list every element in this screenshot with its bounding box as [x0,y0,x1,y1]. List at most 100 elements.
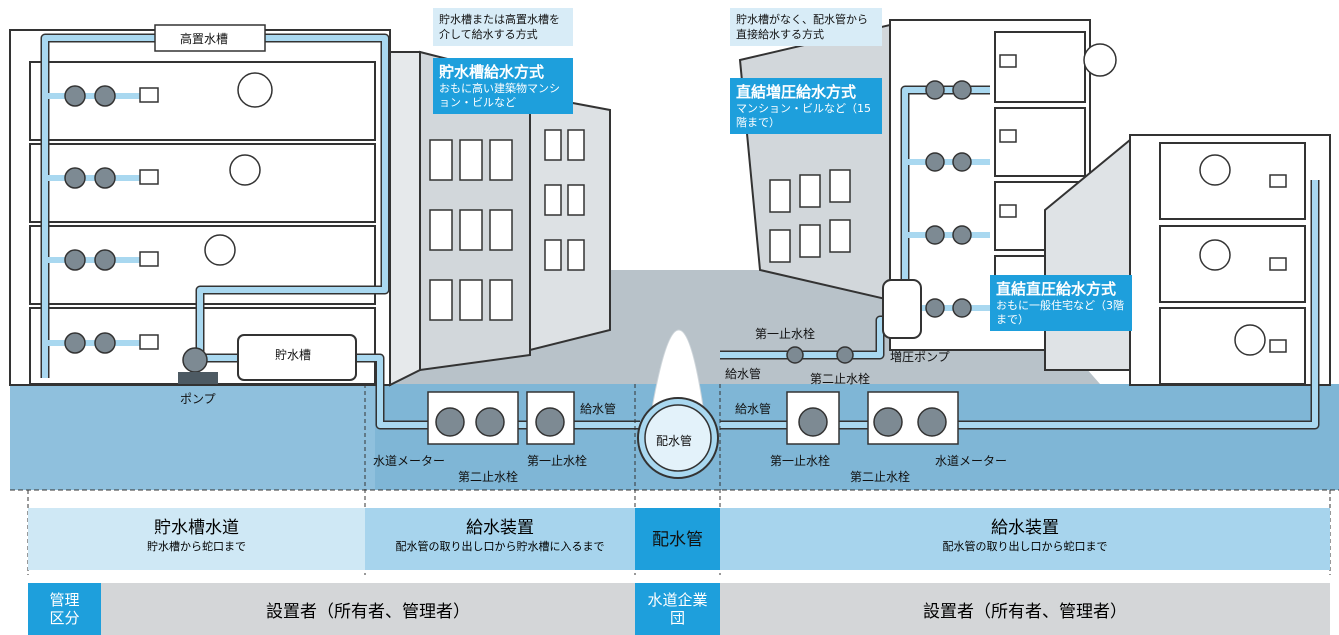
meter-icon [952,80,972,100]
mgmt-utility-label: 水道企業団 [647,591,708,627]
direct-system-callout: 直結直圧給水方式 おもに一般住宅など（3階まで） [990,275,1132,331]
main-pipe-label: 配水管 [656,434,693,448]
supply-pipe-right-label: 給水管 [735,402,772,416]
zone-storage-water: 貯水槽水道 貯水槽から蛇口まで [28,510,365,570]
person-icon [1199,239,1231,271]
window [567,239,585,271]
booster-system-head: 貯水槽がなく、配水管から直接給水する方式 [736,13,868,41]
zone-supply-device-right: 給水装置 配水管の取り出し口から蛇口まで [720,510,1330,570]
faucet-icon [139,87,159,103]
zone-bg-1 [28,508,365,570]
meter-icon [94,249,116,271]
direct-system-title: 直結直圧給水方式 [996,280,1117,298]
second-valve-booster-label: 第二止水栓 [810,372,871,386]
first-valve-icon [535,407,565,437]
faucet-icon [139,251,159,267]
window [489,139,513,181]
zone-bg-4 [720,508,1330,570]
person-icon [1083,43,1117,77]
storage-tank [237,334,357,381]
faucet-icon [139,334,159,350]
mgmt-owner-right: 設置者（所有者、管理者） [720,583,1330,635]
zone-bg-2 [365,508,635,570]
second-valve-right-label: 第二止水栓 [850,470,911,484]
booster-system-sub: マンション・ビルなど（15階まで） [736,102,871,129]
mgmt-owner-left: 設置者（所有者、管理者） [101,583,635,635]
window [567,129,585,161]
window [769,229,791,263]
window [429,139,453,181]
person-icon [204,234,236,266]
water-meter-icon [435,407,465,437]
mgmt-owner-left-label: 設置者（所有者、管理者） [266,601,470,622]
mgmt-owner-right-label: 設置者（所有者、管理者） [923,601,1127,622]
meter-icon [952,225,972,245]
second-valve-icon [475,407,505,437]
tank-system-header: 貯水槽または高置水槽を介して給水する方式 [433,8,573,46]
tank-system-head: 貯水槽または高置水槽を介して給水する方式 [439,13,560,41]
faucet-icon [999,129,1017,143]
mgmt-utility-bg [635,583,720,635]
main-pipe-body [649,329,706,421]
person-icon [229,154,261,186]
mgmt-header: 管理区分 [28,583,101,635]
pump-label: ポンプ [180,392,216,406]
valve-icon [925,80,945,100]
faucet-icon [999,204,1017,218]
valve-icon [925,225,945,245]
valve-icon [64,332,86,354]
zone-title: 貯水槽水道 [154,518,239,538]
floor-3 [29,143,376,223]
zone-bg-3 [635,508,720,570]
storage-tank-label: 貯水槽 [275,348,312,362]
meter-icon [952,152,972,172]
zone-sub: 貯水槽から蛇口まで [147,540,246,553]
window [459,139,483,181]
supply-pipe-booster-label: 給水管 [725,367,762,381]
window [567,184,585,216]
faucet-icon [999,54,1017,68]
zone-supply-device-left: 給水装置 配水管の取り出し口から貯水槽に入るまで [365,510,635,570]
window [429,279,453,321]
tank-system-title: 貯水槽給水方式 [439,63,545,81]
main-pipe-inner [644,404,712,472]
first-valve-booster-label: 第一止水栓 [755,327,816,341]
mgmt-owner-right-bg [720,583,1330,635]
faucet-icon [1269,257,1287,271]
supply-pipe-left-label: 給水管 [580,402,617,416]
faucet-icon [139,169,159,185]
first-valve-left-label: 第一止水栓 [527,454,588,468]
valve-icon [786,346,804,364]
booster-system-callout: 直結増圧給水方式 マンション・ビルなど（15階まで） [730,78,882,134]
window [799,224,821,258]
meter-icon [94,85,116,107]
water-meter-left-label: 水道メーター [373,454,446,468]
right-bg-building [738,23,891,302]
faucet-icon [1269,174,1287,188]
pump-base [178,372,218,384]
zone-title: 給水装置 [466,518,534,538]
second-valve-icon [873,407,903,437]
first-valve-icon [798,407,828,437]
zone-sub: 配水管の取り出し口から貯水槽に入るまで [395,540,605,553]
water-meter-icon [917,407,947,437]
elevated-tank-label: 高置水槽 [180,32,229,46]
meter-icon [94,167,116,189]
mgmt-utility: 水道企業団 [635,583,720,635]
window [829,169,851,203]
booster-pump-tank [882,279,922,339]
window [429,209,453,251]
tank-system-callout: 貯水槽給水方式 おもに高い建築物マンション・ビルなど [433,58,573,114]
window [544,184,562,216]
ground-band-left [10,384,375,490]
mgmt-header-bg [28,583,101,635]
window [489,209,513,251]
water-meter-right-label: 水道メーター [935,454,1008,468]
window [799,174,821,208]
booster-system-title: 直結増圧給水方式 [736,83,857,101]
person-icon [1199,154,1231,186]
window [544,239,562,271]
window [459,279,483,321]
